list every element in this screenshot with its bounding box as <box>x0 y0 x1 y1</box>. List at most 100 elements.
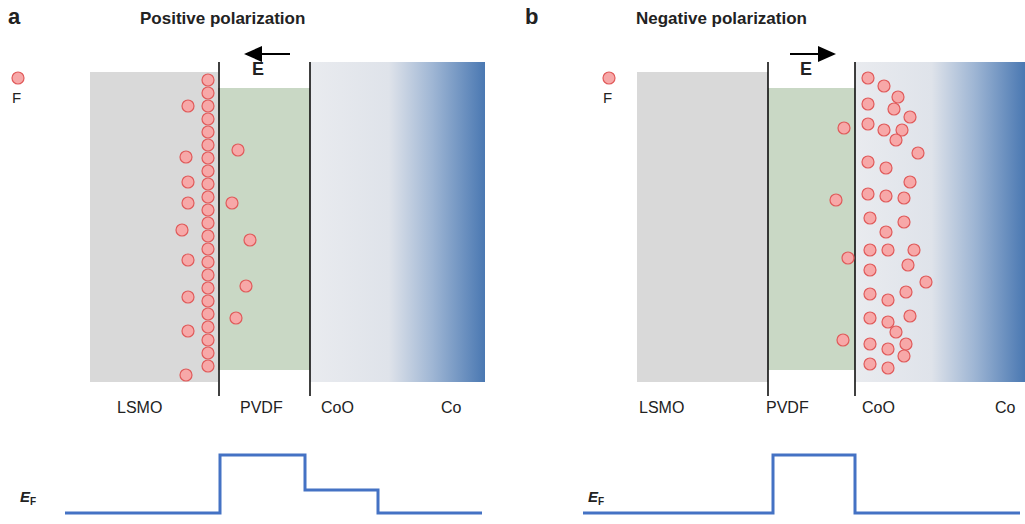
fluorine-atom <box>182 100 194 112</box>
fluorine-atom <box>904 176 916 188</box>
fluorine-atom <box>882 316 894 328</box>
fluorine-atom <box>202 334 214 346</box>
energy-profile <box>583 455 1020 513</box>
pvdf-layer <box>768 88 855 370</box>
fluorine-atom <box>882 343 894 355</box>
label: E <box>20 489 30 504</box>
lsmo-layer <box>90 72 218 382</box>
fluorine-atom <box>202 191 214 203</box>
fluorine-atom <box>202 321 214 333</box>
fluorine-atom <box>182 176 194 188</box>
label: PVDF <box>766 400 809 416</box>
fluorine-atom <box>180 369 192 381</box>
fluorine-atom <box>182 254 194 266</box>
fluorine-atom <box>880 190 892 202</box>
interface-line <box>309 62 311 396</box>
fluorine-atom <box>898 192 910 204</box>
fluorine-atom <box>202 230 214 242</box>
fluorine-atom <box>902 259 914 271</box>
fluorine-atom <box>830 194 842 206</box>
label: F <box>12 90 21 105</box>
fluorine-atom <box>202 139 214 151</box>
fluorine-atom <box>182 197 194 209</box>
field-arrow <box>790 53 834 55</box>
label: E <box>252 60 264 78</box>
field-arrow <box>246 53 290 55</box>
fluorine-atom <box>882 362 894 374</box>
fluorine-atom <box>904 310 916 322</box>
fluorine-atom <box>864 212 876 224</box>
fluorine-atom <box>908 244 920 256</box>
label: Co <box>441 400 461 416</box>
fluorine-atom <box>240 280 252 292</box>
fluorine-atom <box>862 118 874 130</box>
label: F <box>598 497 604 507</box>
fluorine-atom <box>892 91 904 103</box>
fluorine-atom <box>244 234 256 246</box>
label: E <box>800 60 812 78</box>
label: LSMO <box>639 400 684 416</box>
fluorine-atom <box>230 312 242 324</box>
fluorine-atom <box>226 197 238 209</box>
fluorine-atom <box>864 288 876 300</box>
fluorine-atom <box>202 347 214 359</box>
fluorine-atom <box>862 188 874 200</box>
fluorine-atom <box>864 338 876 350</box>
fluorine-atom <box>904 111 916 123</box>
fluorine-atom <box>882 294 894 306</box>
fluorine-atom <box>202 74 214 86</box>
fluorine-atom <box>182 291 194 303</box>
fluorine-atom <box>202 295 214 307</box>
coo-co-layer <box>310 62 485 382</box>
fluorine-atom <box>880 226 892 238</box>
fluorine-atom <box>232 144 244 156</box>
fluorine-atom <box>842 252 854 264</box>
fluorine-atom <box>890 134 902 146</box>
fluorine-atom <box>888 103 900 115</box>
fluorine-atom <box>202 100 214 112</box>
fluorine-atom <box>202 178 214 190</box>
fluorine-atom <box>837 334 849 346</box>
fluorine-atom <box>900 338 912 350</box>
label: b <box>525 6 538 28</box>
fluorine-atom <box>862 98 874 110</box>
label: Negative polarization <box>636 10 807 27</box>
fluorine-atom <box>202 360 214 372</box>
fluorine-atom <box>202 243 214 255</box>
energy-profile <box>65 455 482 513</box>
fluorine-atom <box>898 216 910 228</box>
label: E <box>588 489 598 504</box>
fluorine-atom <box>898 350 910 362</box>
interface-line <box>218 62 220 396</box>
fluorine-atom <box>864 312 876 324</box>
label: Positive polarization <box>140 10 305 27</box>
fluorine-atom <box>202 126 214 138</box>
label: Co <box>995 400 1015 416</box>
fluorine-atom <box>603 72 615 84</box>
fluorine-atom <box>912 147 924 159</box>
fluorine-atom <box>202 269 214 281</box>
fluorine-atom <box>202 308 214 320</box>
fluorine-atom <box>202 113 214 125</box>
fluorine-atom <box>202 256 214 268</box>
lsmo-layer <box>637 72 768 382</box>
fluorine-atom <box>182 325 194 337</box>
fluorine-atom <box>864 244 876 256</box>
label: F <box>603 90 612 105</box>
fluorine-atom <box>862 156 874 168</box>
fluorine-atom <box>202 165 214 177</box>
fluorine-atom <box>202 87 214 99</box>
label: F <box>30 497 36 507</box>
fluorine-atom <box>900 286 912 298</box>
pvdf-layer <box>218 88 310 370</box>
label: CoO <box>321 400 354 416</box>
fluorine-atom <box>864 358 876 370</box>
fluorine-atom <box>878 80 890 92</box>
label: PVDF <box>240 400 283 416</box>
fluorine-atom <box>202 204 214 216</box>
interface-line <box>854 62 856 396</box>
label: CoO <box>862 400 895 416</box>
label: LSMO <box>117 400 162 416</box>
fluorine-atom <box>878 124 890 136</box>
fluorine-atom <box>864 264 876 276</box>
